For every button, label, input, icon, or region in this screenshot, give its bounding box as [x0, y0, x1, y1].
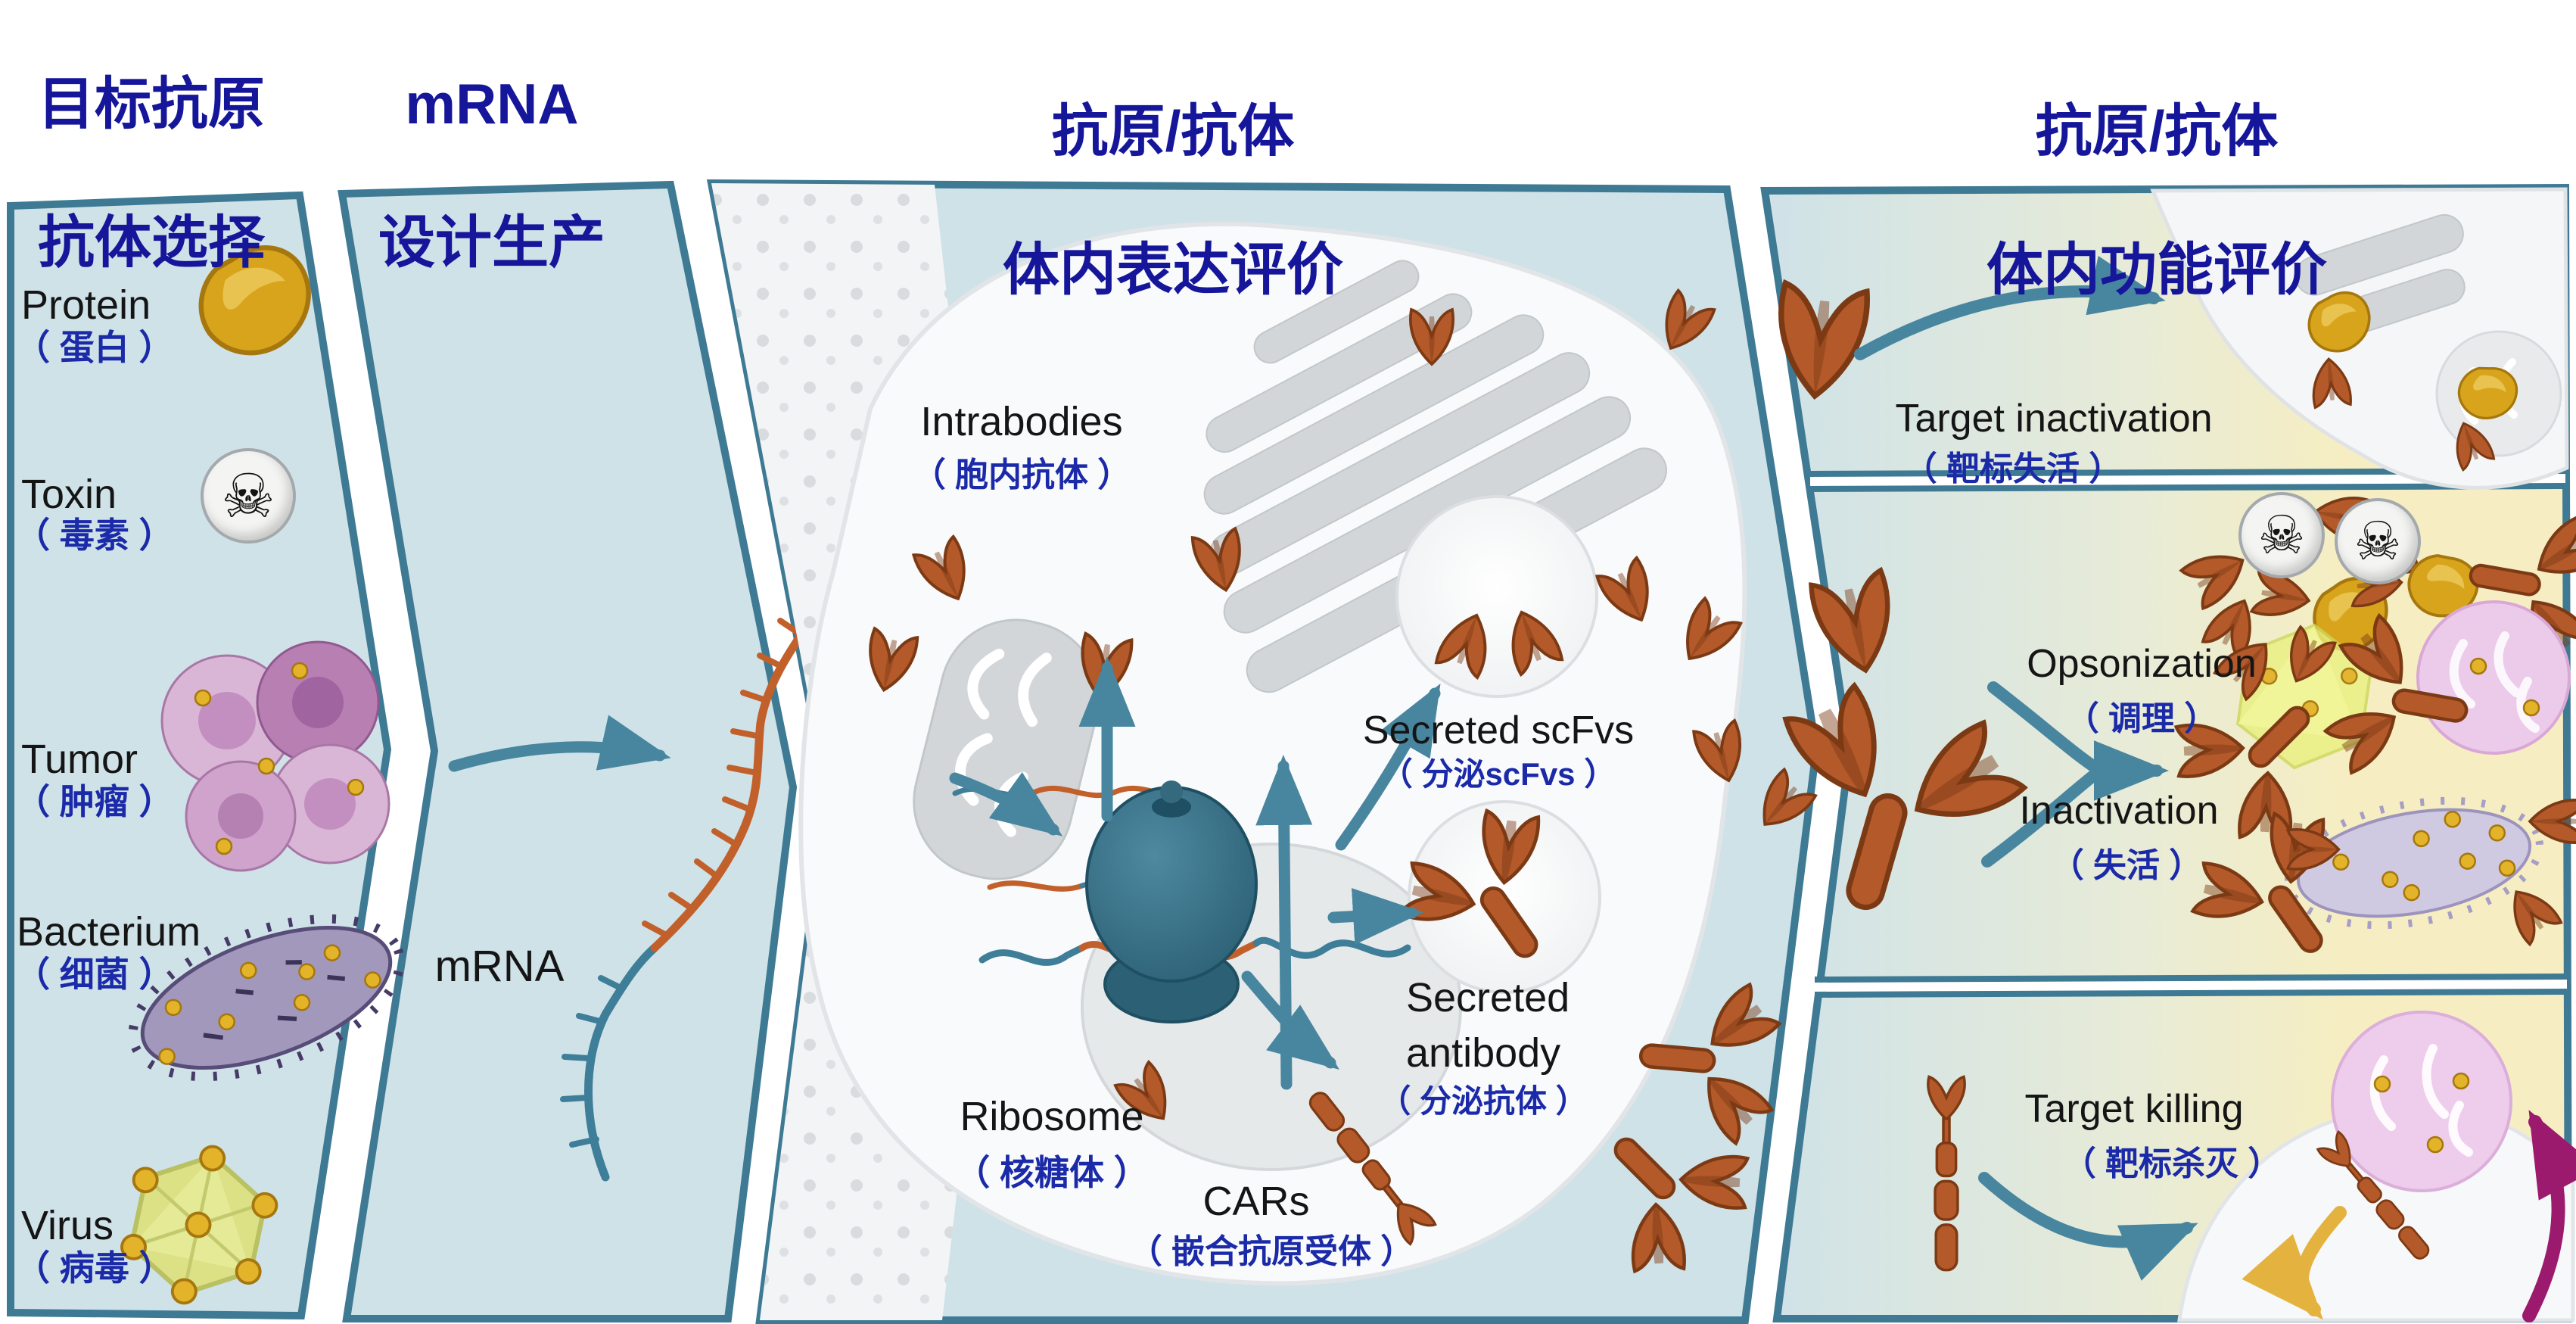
arrow-panel1-to-mrna: [448, 715, 671, 772]
cell-body: [798, 222, 1747, 1286]
label-inactivation-zh: （ 失活 ）: [2050, 847, 2203, 884]
label-protein-zh: （ 蛋白 ）: [15, 328, 174, 367]
label-target-inactivation: Target inactivation: [1895, 397, 2213, 441]
label-secreted-antibody: Secreted antibody: [1406, 975, 1570, 1076]
header-mrna-design: mRNA 设计生产: [325, 0, 658, 347]
toxin-skull-icon: ☠: [2238, 492, 2325, 578]
tumor-cells-icon: [160, 640, 390, 872]
header-line: 抗原/抗体: [1051, 98, 1295, 163]
label-bacterium-zh: （ 细菌 ）: [15, 955, 174, 994]
label-ribosome-zh: （ 核糖体 ）: [955, 1153, 1149, 1192]
label-inactivation: Inactivation: [2019, 789, 2219, 833]
header-line: 抗体选择: [37, 210, 265, 274]
label-cars: CARs: [1202, 1179, 1310, 1224]
ribosome-icon: [1085, 780, 1258, 1023]
label-ribosome: Ribosome: [960, 1094, 1144, 1139]
label-protein: Protein: [21, 282, 151, 328]
label-toxin-zh: （ 毒素 ）: [15, 516, 174, 555]
label-cars-zh: （ 嵌合抗原受体 ）: [1128, 1233, 1414, 1270]
vesicle-top: [1395, 495, 1598, 698]
header-line: 设计生产: [378, 210, 605, 274]
toxin-skull-icon: ☠: [201, 448, 296, 544]
label-intrabodies: Intrabodies: [920, 399, 1123, 444]
label-target-killing-zh: （ 靶标杀灭 ）: [2062, 1145, 2282, 1182]
label-secreted-scfvs-zh: （ 分泌scFvs ）: [1380, 756, 1616, 792]
label-bacterium: Bacterium: [17, 909, 201, 955]
header-line: 体内表达评价: [1002, 237, 1343, 301]
label-secreted-scfvs: Secreted scFvs: [1362, 709, 1635, 752]
section-target-inactivation: [1772, 187, 2569, 490]
label-tumor: Tumor: [21, 737, 138, 782]
label-toxin: Toxin: [21, 472, 117, 517]
header-antigen-selection: 目标抗原 抗体选择: [0, 0, 303, 347]
header-function-eval: 抗原/抗体 体内功能评价: [1869, 27, 2444, 374]
label-target-inactivation-zh: （ 靶标失活 ）: [1903, 450, 2123, 488]
bacterium-icon: [128, 914, 405, 1082]
label-mrna: mRNA: [434, 942, 565, 991]
expression-arrows: [949, 656, 1441, 1090]
header-line: mRNA: [405, 71, 579, 136]
label-virus: Virus: [21, 1203, 114, 1248]
label-opsonization: Opsonization: [2027, 642, 2257, 686]
header-line: 体内功能评价: [1986, 237, 2327, 301]
label-intrabodies-zh: （ 胞内抗体 ）: [912, 456, 1131, 494]
toxin-skull-icon: ☠: [2335, 498, 2421, 584]
label-opsonization-zh: （ 调理 ）: [2065, 700, 2218, 737]
header-line: 抗原/抗体: [2035, 98, 2279, 163]
label-tumor-zh: （ 肿瘤 ）: [15, 782, 174, 821]
label-virus-zh: （ 病毒 ）: [15, 1248, 174, 1288]
label-secreted-antibody-zh: （ 分泌抗体 ）: [1379, 1083, 1588, 1119]
header-expression-eval: 抗原/抗体 体内表达评价: [893, 27, 1453, 374]
section-target-killing: [1927, 1011, 2576, 1322]
section-opsonization-inactivation: [1741, 489, 2576, 995]
label-target-killing: Target killing: [2024, 1087, 2244, 1131]
header-line: 目标抗原: [37, 71, 265, 136]
